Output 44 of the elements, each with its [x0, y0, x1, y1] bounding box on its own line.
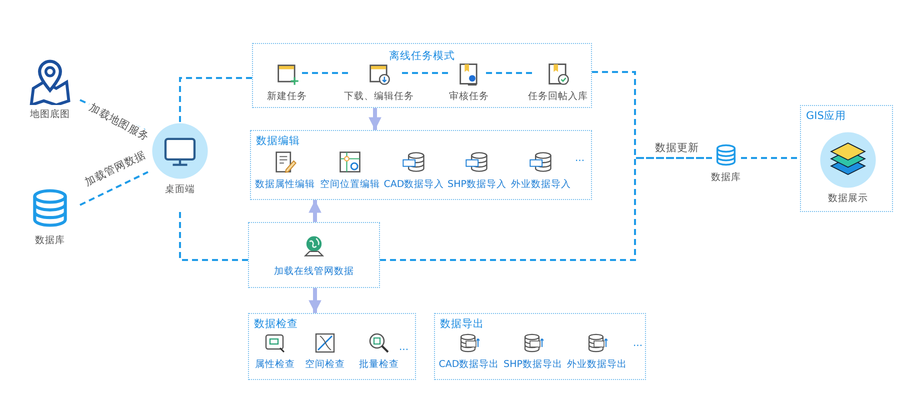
- item-label: 数据展示: [828, 192, 868, 205]
- group-title: 数据编辑: [256, 134, 300, 148]
- connector-line: [179, 212, 248, 261]
- connector-line: [80, 171, 148, 206]
- item-label: SHP数据导出: [504, 358, 562, 371]
- group-box: [250, 130, 592, 200]
- item-label: 新建任务: [267, 90, 307, 103]
- item-label: 批量检查: [359, 358, 399, 371]
- arrow: [308, 200, 322, 222]
- group-box: [248, 313, 416, 380]
- item-label: CAD数据导入: [384, 178, 444, 191]
- arrow: [368, 108, 382, 130]
- item-label: 地图底图: [30, 108, 70, 121]
- item-label: 数据库: [711, 171, 741, 184]
- group-title: 离线任务模式: [388, 49, 456, 63]
- item-label: CAD数据导出: [438, 358, 500, 371]
- group-box: [252, 43, 592, 108]
- connector-line: [741, 157, 800, 159]
- item-label: 属性检查: [255, 358, 295, 371]
- group-box: [800, 105, 893, 212]
- more-indicator: ...: [633, 338, 643, 349]
- item-label: 下载、编辑任务: [344, 90, 414, 103]
- item-label: 桌面端: [165, 183, 195, 196]
- item-label: 审核任务: [449, 90, 489, 103]
- item-label: 空间位置编辑: [320, 178, 380, 191]
- item-label: 任务回帖入库: [528, 90, 588, 103]
- item-label: 数据库: [35, 234, 65, 247]
- more-indicator: ...: [399, 342, 409, 353]
- item-label: 数据属性编辑: [255, 178, 315, 191]
- item-label: SHP数据导入: [448, 178, 506, 191]
- group-box: [434, 313, 646, 380]
- group-title: 数据检查: [254, 317, 298, 331]
- group-title: GIS应用: [806, 109, 846, 123]
- item-label: 加载在线管网数据: [274, 264, 354, 278]
- item-label: 空间检查: [305, 358, 345, 371]
- arrow: [308, 288, 322, 313]
- more-indicator: ...: [575, 153, 585, 164]
- item-label: 外业数据导出: [567, 358, 627, 371]
- connector-line: [179, 77, 252, 122]
- process-box: [248, 222, 380, 288]
- connector-line: [380, 157, 712, 261]
- group-title: 数据导出: [440, 317, 484, 331]
- edge-label: 数据更新: [653, 142, 701, 155]
- item-label: 外业数据导入: [511, 178, 571, 191]
